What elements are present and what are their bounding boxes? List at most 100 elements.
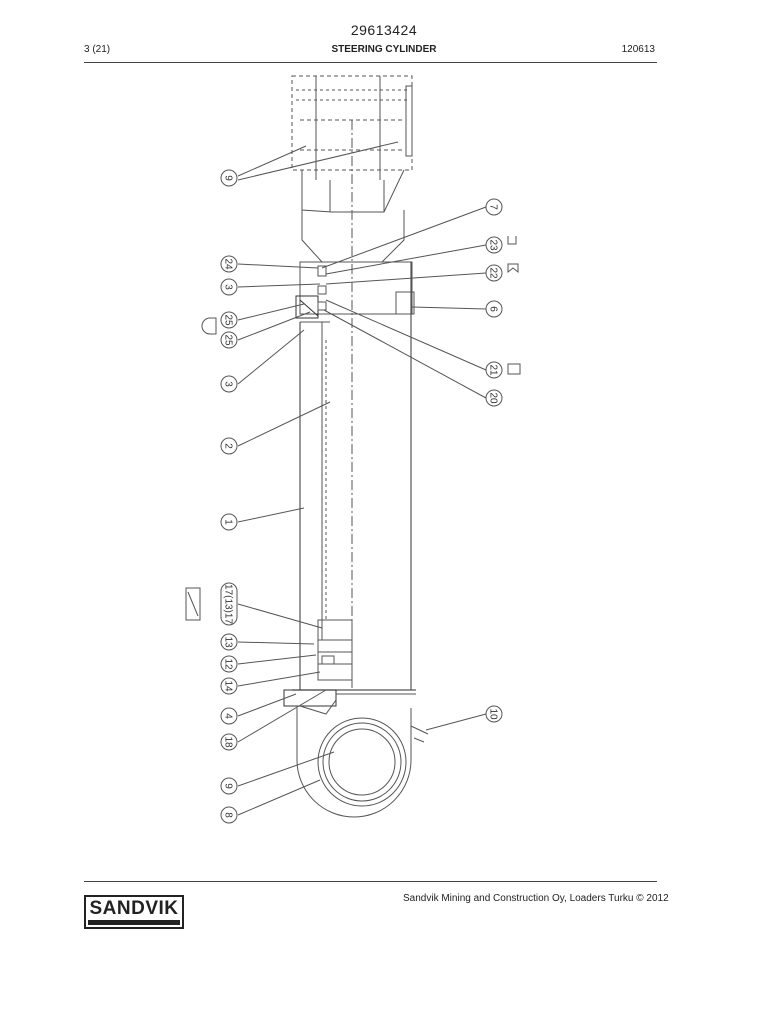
seal-section-21-icon [507, 363, 521, 375]
svg-text:10: 10 [488, 708, 499, 720]
page-counter: 3 (21) [84, 44, 111, 55]
callout-21: 21 [485, 361, 503, 379]
document-date: 120613 [621, 44, 655, 55]
clevis-outline [291, 75, 413, 171]
svg-text:3: 3 [223, 284, 234, 290]
head-seal-block [295, 295, 319, 319]
callout-9: 9 [220, 169, 238, 187]
leader-10 [425, 713, 487, 731]
callout-14: 14 [220, 677, 238, 695]
guide-ring [317, 301, 327, 311]
callout-12: 12 [220, 655, 238, 673]
piston-seal-hatch [187, 591, 199, 617]
svg-text:6: 6 [488, 306, 499, 312]
document-title: STEERING CYLINDER [331, 44, 437, 55]
callout-1: 1 [220, 513, 238, 531]
callout-3: 3 [220, 375, 238, 393]
grease-nipple-base [413, 737, 425, 743]
callout-17-13-17: 17(13)17 [220, 582, 238, 626]
callout-25: 25 [220, 311, 238, 329]
seal-section-22-icon [507, 263, 519, 274]
svg-text:20: 20 [488, 392, 499, 404]
leader-20 [323, 309, 487, 399]
leader-13 [237, 641, 315, 645]
bottom-weld [299, 699, 337, 715]
clevis-neck [301, 169, 405, 213]
svg-text:2: 2 [223, 443, 234, 449]
leader-17 [237, 603, 323, 629]
leader-1 [237, 507, 305, 523]
svg-text:25: 25 [223, 334, 234, 346]
sandvik-logo: SANDVIK [84, 895, 184, 929]
callout-25: 25 [220, 331, 238, 349]
leader-21 [325, 299, 487, 371]
piston-seal [321, 655, 335, 665]
callout-18: 18 [220, 733, 238, 751]
leader-25b [237, 311, 311, 341]
leader-4 [237, 693, 297, 717]
leader-3b [237, 329, 305, 385]
svg-text:9: 9 [223, 783, 234, 789]
header-rule [84, 62, 657, 63]
callout-9: 9 [220, 777, 238, 795]
bottom-cap-flange [283, 689, 337, 707]
callout-3: 3 [220, 278, 238, 296]
footer-rule [84, 881, 657, 882]
grease-nipple [410, 725, 429, 735]
svg-text:3: 3 [223, 381, 234, 387]
svg-text:24: 24 [223, 258, 234, 270]
leader-24 [237, 263, 319, 269]
leader-2 [237, 401, 331, 447]
leader-8 [237, 779, 321, 816]
svg-text:8: 8 [223, 812, 234, 818]
bearing-ring [322, 722, 402, 802]
svg-text:23: 23 [488, 239, 499, 251]
head-port [395, 291, 415, 315]
leader-6 [411, 306, 487, 310]
svg-text:21: 21 [488, 364, 499, 376]
bearing-inner [328, 728, 396, 796]
leader-22 [325, 272, 487, 285]
svg-text:25: 25 [223, 314, 234, 326]
leader-14 [237, 671, 321, 687]
callout-10: 10 [485, 705, 503, 723]
svg-text:13: 13 [223, 636, 234, 648]
svg-text:4: 4 [223, 713, 234, 719]
svg-text:17(13)17: 17(13)17 [223, 584, 234, 624]
callout-13: 13 [220, 633, 238, 651]
leader-12 [237, 654, 317, 665]
wiper-seal [317, 265, 327, 277]
callout-20: 20 [485, 389, 503, 407]
oring-section-icon [201, 317, 217, 335]
callout-24: 24 [220, 255, 238, 273]
leader-23 [325, 244, 487, 275]
callout-7: 7 [485, 198, 503, 216]
callout-23: 23 [485, 236, 503, 254]
logo-text: SANDVIK [89, 898, 179, 919]
callout-22: 22 [485, 264, 503, 282]
leader-9c [237, 751, 335, 787]
leader-3a [237, 283, 321, 288]
callout-4: 4 [220, 707, 238, 725]
clevis-bore-hidden [300, 119, 404, 151]
logo-bar [88, 920, 180, 925]
leader-18 [237, 689, 327, 743]
seal-section-23-icon [507, 236, 517, 245]
clevis-lock-plate [405, 85, 413, 157]
rod-seal [317, 285, 327, 295]
copyright-text: Sandvik Mining and Construction Oy, Load… [403, 893, 669, 904]
clevis-taper [301, 210, 405, 263]
piston [317, 619, 353, 681]
svg-text:22: 22 [488, 267, 499, 279]
svg-text:1: 1 [223, 519, 234, 525]
callout-group: 9243252532117(13)17131214418987232262120… [220, 169, 503, 824]
callout-8: 8 [220, 806, 238, 824]
document-number: 29613424 [350, 22, 418, 38]
svg-text:7: 7 [488, 204, 499, 210]
leader-9a [237, 145, 307, 177]
callout-2: 2 [220, 437, 238, 455]
cylinder-head [299, 261, 413, 315]
clevis-pin-hidden [296, 89, 408, 101]
svg-text:14: 14 [223, 680, 234, 692]
